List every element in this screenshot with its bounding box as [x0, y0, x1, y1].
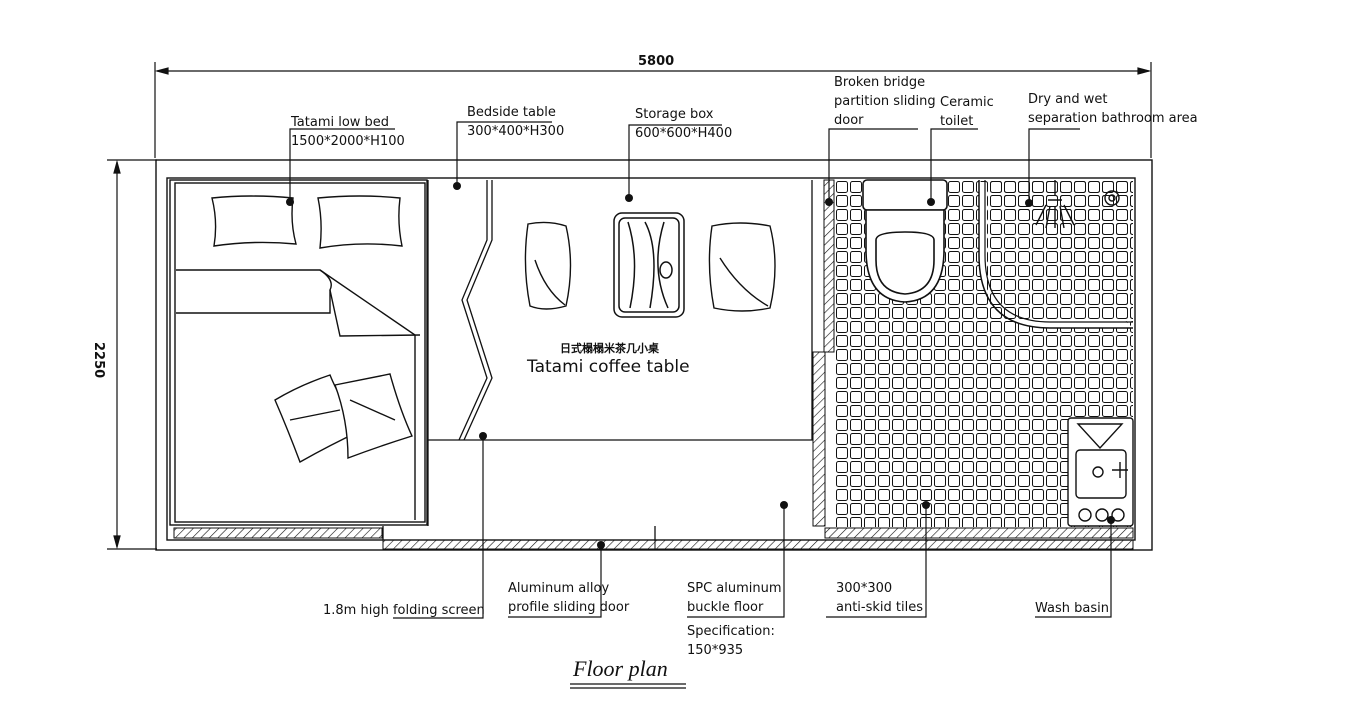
tatami-bed [169, 179, 428, 526]
folding-screen [382, 180, 813, 540]
label-coffee-table: Tatami coffee table [527, 357, 690, 377]
ceramic-toilet [862, 179, 948, 303]
coffee-table [613, 212, 685, 318]
title-underline [570, 683, 686, 689]
leader-dots [286, 182, 1115, 549]
floor-cushions [524, 221, 776, 312]
label-folding-screen: 1.8m high folding screen [323, 603, 485, 618]
label-coffee-table-cn: 日式榻榻米茶几小桌 [560, 342, 659, 355]
label-specification: Specification:150*935 [687, 624, 775, 658]
leader-lines [289, 121, 1112, 619]
dimension-height [107, 159, 157, 550]
wash-basin [1067, 417, 1134, 527]
dimension-height-label: 2250 [91, 342, 106, 379]
dimension-width [154, 62, 1152, 158]
plan-title: Floor plan [573, 656, 668, 681]
dimension-width-label: 5800 [638, 54, 675, 69]
bottom-wall-hatch [173, 527, 383, 539]
label-wash-basin: Wash basin [1035, 601, 1109, 616]
pillows [211, 195, 413, 464]
shower-head [1035, 180, 1120, 229]
